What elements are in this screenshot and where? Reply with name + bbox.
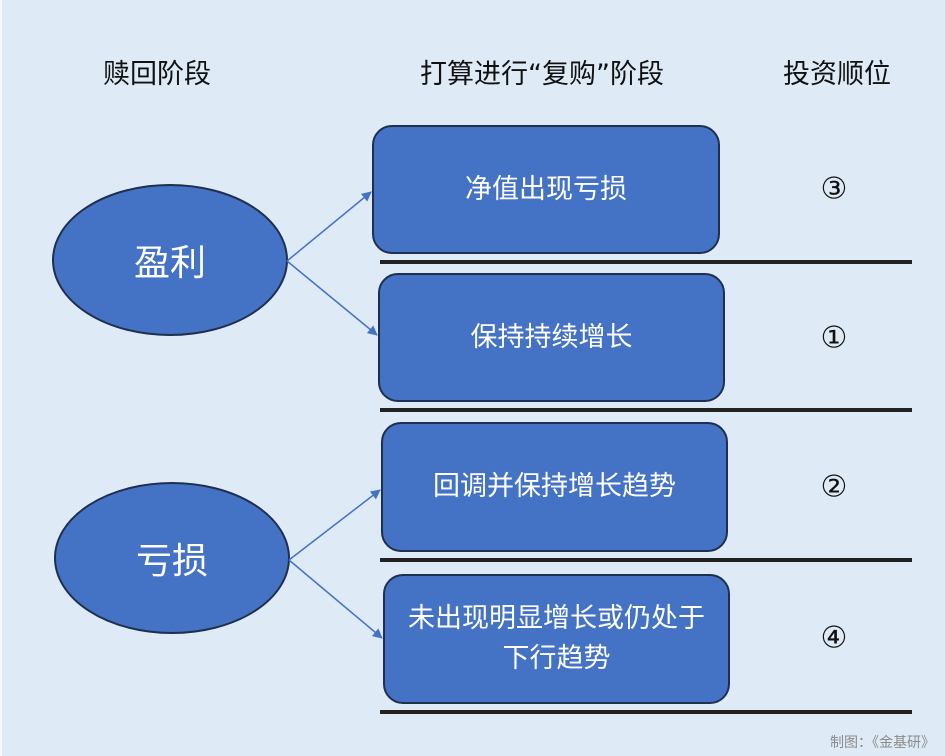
box-nav-loss: 净值出现亏损 [372, 125, 720, 254]
arrow-profit-to-growth [286, 260, 378, 336]
oval-label-loss: 亏损 [135, 541, 209, 582]
row-divider [380, 558, 912, 562]
oval-label-profit: 盈利 [133, 243, 207, 284]
box-rebound-growth: 回调并保持增长趋势 [381, 422, 728, 552]
source-credit: 制图：《金基研》 [830, 735, 935, 751]
header-redemption-stage: 赎回阶段 [103, 59, 211, 90]
rank-1: ① [820, 320, 848, 356]
rank-2: ② [820, 469, 848, 505]
rank-4: ④ [820, 620, 848, 656]
rank-3: ③ [820, 171, 848, 207]
row-divider [380, 408, 912, 412]
row-divider [380, 710, 912, 714]
box-no-growth-decline: 未出现明显增长或仍处于下行趋势 [383, 574, 730, 704]
arrow-profit-to-loss-nav [286, 191, 372, 262]
arrow-loss-to-decline [288, 559, 383, 639]
oval-loss [54, 482, 290, 634]
row-divider [380, 260, 912, 264]
header-repurchase-stage: 打算进行“复购”阶段 [420, 59, 664, 90]
header-investment-rank: 投资顺位 [783, 59, 891, 90]
box-continuous-growth: 保持持续增长 [378, 273, 725, 402]
oval-profit [52, 184, 288, 336]
arrow-loss-to-rebound [288, 489, 381, 561]
